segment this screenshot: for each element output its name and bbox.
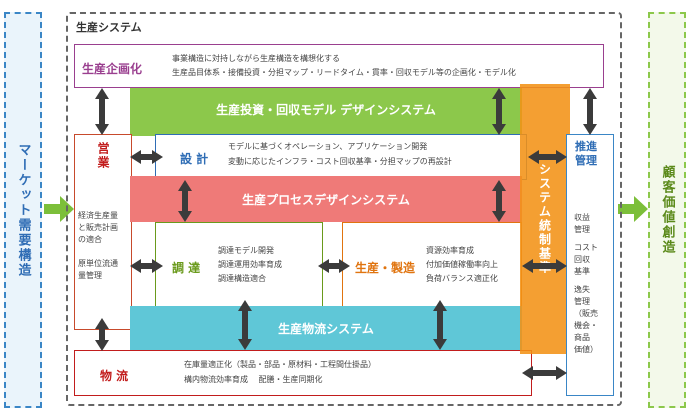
design-line2: 変動に応じたインフラ・コスト回収基準・分担マップの再設計 [228,157,452,166]
design-box [155,134,527,180]
planning-line2: 生産品目体系・接備投資・分担マップ・リードタイム・貫率・回収モデル等の企画化・モ… [172,68,516,77]
production-box [342,222,522,310]
arrow-production-promotion [522,259,567,273]
production-system-title: 生産システム [76,21,142,34]
arrow-design-procure [178,180,192,222]
customer-output-arrow [618,196,648,222]
arrow-sales-design [130,150,163,164]
logistics-line1: 在庫量適正化（製品・部品・原材料・工程間仕掛品） [184,360,376,369]
procurement-box [155,222,323,310]
production-line1: 資源効率育成 [426,246,474,255]
arrow-design-production [492,180,506,222]
production-title: 生産・製造 [355,261,416,275]
promotion-title: 推進管理 [575,140,597,167]
arrow-planning-sales [95,88,109,135]
customer-value-box: 顧客価値創造 [648,12,686,408]
promotion-item-1: 管理 [574,225,590,234]
customer-value-label: 顧客価値創造 [659,165,675,255]
process-design-label: 生産プロセスデザインシステム [242,192,410,207]
sales-text-2b: 量管理 [78,271,102,280]
design-line1: モデルに基づくオペレーション、アプリケーション開発 [228,142,428,151]
procurement-line3: 調達構造適合 [218,274,266,283]
procurement-line1: 調達モデル開発 [218,246,274,255]
promotion-item-0: 収益 [574,213,590,222]
sales-text: 経済生産量 と販売計画 の適合 原単位流通 量管理 [78,210,118,282]
sales-text-1b: と販売計画 [78,223,118,232]
logistics-system-band: 生産物流システム [130,306,522,350]
investment-design-label: 生産投資・回収モデル デザインシステム [216,102,436,117]
sales-box [74,134,132,330]
production-line3: 負荷バランス適正化 [426,274,498,283]
logistics-title: 物 流 [100,369,129,383]
logistics-box [74,350,532,396]
logistics-system-label: 生産物流システム [278,321,374,336]
sales-text-1a: 経済生産量 [78,211,118,220]
sales-title: 営業 [96,142,110,170]
procurement-line2: 調達運用効率育成 [218,260,282,269]
arrow-planning-promotion [583,88,597,135]
arrow-planning-integration [492,88,506,135]
production-system-frame [66,12,622,406]
design-title: 設 計 [180,152,209,166]
arrow-procure-logistics [238,300,252,350]
logistics-line2: 構内物流効率育成 配膳・生産同期化 [184,375,323,384]
promotion-item-8: 機会・ [574,321,598,330]
promotion-item-10: 価値） [574,345,598,354]
integration-band: システム統制基準 [520,84,570,354]
planning-box [74,44,604,88]
procurement-title: 調 達 [172,261,201,275]
promotion-item-6: 管理 [574,297,590,306]
promotion-box [566,134,614,396]
market-demand-box: マーケット需要構造 [4,12,42,408]
promotion-item-5: 逸失 [574,285,590,294]
production-lines: 資源効率育成 付加価値稼働率向上 負荷バランス適正化 [426,244,498,286]
promotion-items: 収益 管理 コスト 回収 基準 逸失 管理 （販売 機会・ 商品 価値） [574,212,598,356]
production-line2: 付加価値稼働率向上 [426,260,498,269]
process-design-band: 生産プロセスデザインシステム [130,176,522,222]
promotion-item-4: 基準 [574,267,590,276]
planning-title: 生産企画化 [82,62,143,76]
arrow-logistics-promotion [522,366,567,380]
planning-line1: 事業構造に対持しながら生産構造を構想化する [172,54,340,63]
investment-design-band: 生産投資・回収モデル デザインシステム [130,88,522,136]
arrow-sales-procure [130,259,163,273]
procurement-lines: 調達モデル開発 調達運用効率育成 調達構造適合 [218,244,282,286]
arrow-sales-logistics [95,318,109,351]
market-demand-label: マーケット需要構造 [15,142,31,278]
sales-text-1c: の適合 [78,235,102,244]
sales-text-2a: 原単位流通 [78,259,118,268]
promotion-item-7: （販売 [574,309,598,318]
arrow-production-logistics [433,300,447,350]
arrow-design-promotion [528,150,567,164]
promotion-item-9: 商品 [574,333,590,342]
promotion-item-3: 回収 [574,255,590,264]
integration-label: システム統制基準 [537,163,552,275]
promotion-item-2: コスト [574,243,598,252]
arrow-procure-production [318,259,350,273]
